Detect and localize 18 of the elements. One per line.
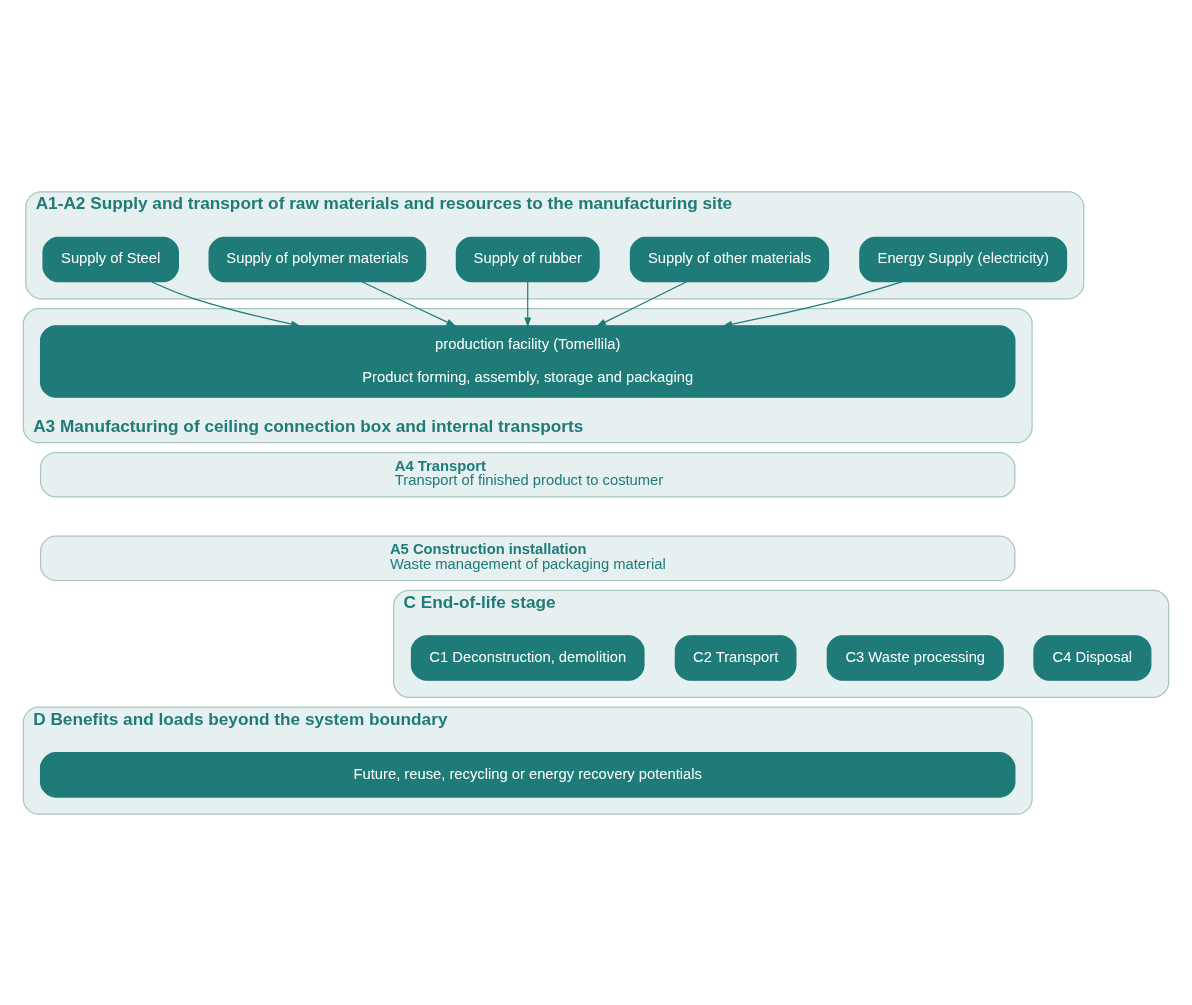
node-box: Supply of other materials bbox=[629, 236, 830, 282]
node-box: Supply of polymer materials bbox=[208, 236, 427, 282]
node-box: Supply of Steel bbox=[42, 236, 179, 282]
node-box: C3 Waste processing bbox=[826, 634, 1004, 681]
arrow bbox=[524, 280, 532, 327]
node-box: Supply of rubber bbox=[455, 236, 600, 282]
node-box: production facility (Tomellila) Product forming, assembly, storage and packaging bbox=[39, 324, 1016, 398]
node-box: Future, reuse, recycling or energy recovery potentials bbox=[39, 751, 1016, 798]
node-box: Energy Supply (electricity) bbox=[859, 236, 1068, 282]
arrow bbox=[150, 280, 301, 327]
node-box: C1 Deconstruction, demolition bbox=[410, 634, 645, 681]
arrow bbox=[596, 280, 688, 326]
arrow bbox=[361, 280, 457, 326]
node-box: A5 Construction installation Waste management of packaging material bbox=[39, 535, 1016, 581]
arrow bbox=[722, 280, 903, 328]
node-box: C4 Disposal bbox=[1033, 634, 1152, 681]
node-box: A4 Transport Transport of finished product to costumer bbox=[39, 451, 1016, 497]
node-box: C2 Transport bbox=[674, 634, 797, 681]
